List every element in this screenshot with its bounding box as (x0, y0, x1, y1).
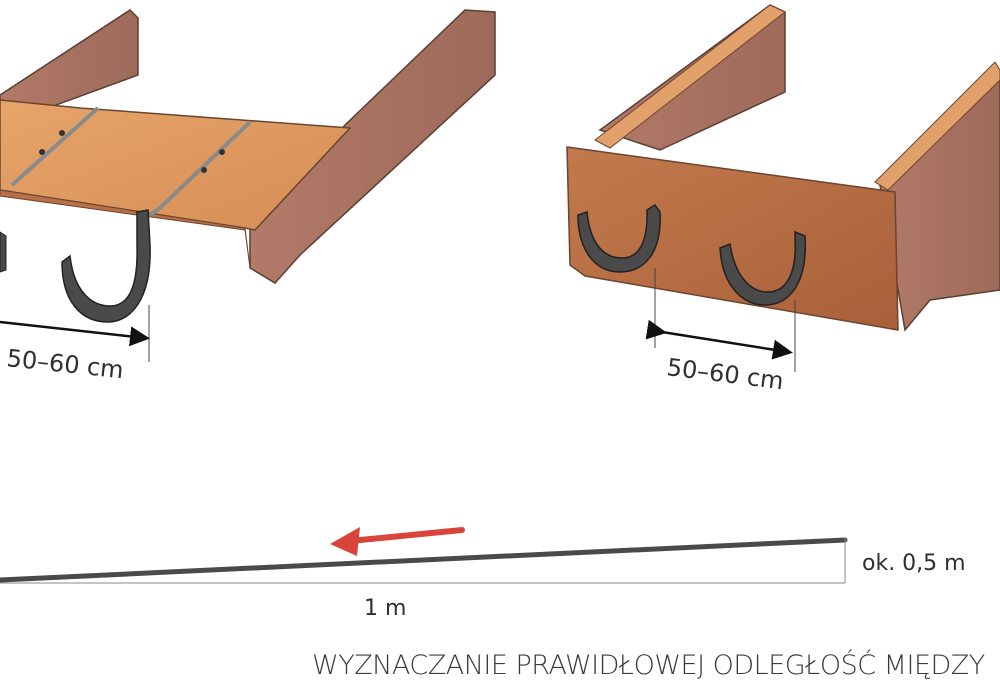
right-side-top (874, 61, 1000, 191)
diagram-caption: WYZNACZANIE PRAWIDŁOWEJ ODLEGŁOŚĆ MIĘDZY (312, 650, 985, 681)
roof-board-edge (0, 189, 251, 269)
right-rafter (249, 9, 496, 284)
hook-strap-1 (10, 106, 100, 187)
slope-drop-label: ok. 0,5 m (862, 551, 966, 576)
gutter-hook-right-2 (719, 230, 807, 306)
left-dimension-arrow (0, 320, 150, 347)
arrow-left-icon (330, 527, 465, 556)
left-roof-assembly: 50–60 cm (0, 9, 496, 384)
gutter-hook-edge (0, 231, 7, 273)
fascia-board (566, 146, 899, 331)
right-rafter-top (594, 4, 786, 149)
slope-run-label: 1 m (364, 596, 406, 621)
right-dimension-arrow (645, 319, 793, 360)
roof-board (0, 99, 352, 231)
gutter-hook-left (61, 209, 151, 323)
right-roof-assembly: 50–60 cm (566, 4, 1000, 395)
left-spacing-label: 50–60 cm (5, 344, 125, 384)
right-spacing-label: 50–60 cm (665, 353, 785, 395)
gutter-hook-right-1 (577, 203, 661, 273)
left-rafter-back (0, 9, 139, 121)
slope-diagram: ok. 0,5 m 1 m (0, 527, 966, 621)
right-side-rafter (879, 69, 1000, 332)
gutter-slope-line (0, 537, 848, 583)
